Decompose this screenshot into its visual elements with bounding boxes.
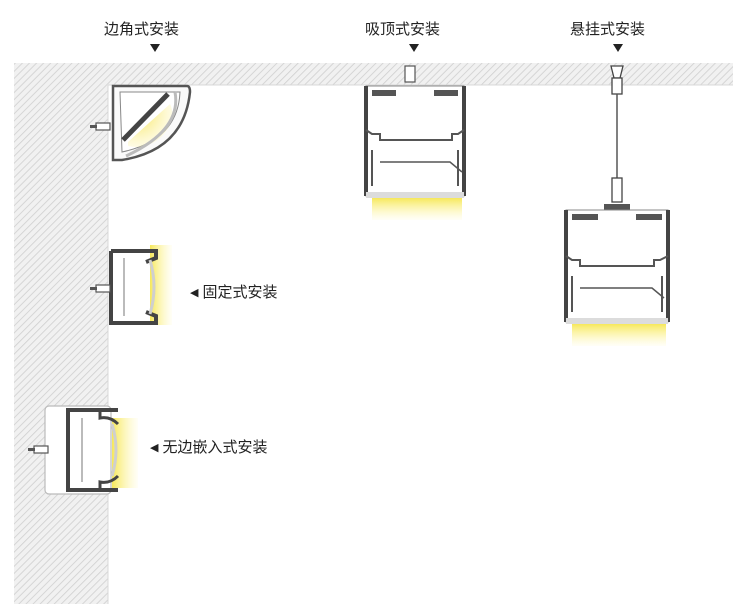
ceiling-arrow-icon [409, 44, 419, 52]
surface-mount-label: 固定式安装 [202, 283, 278, 301]
surface-screw-icon [90, 284, 111, 293]
recessed-mount-profile [44, 405, 138, 495]
ceiling-slab [14, 63, 733, 85]
recessed-arrow-icon: ◀ [150, 441, 159, 454]
recessed-mount-label-row: ◀无边嵌入式安装 [150, 436, 267, 457]
corner-screw-icon [90, 122, 111, 131]
ceiling-mount-profile [364, 65, 466, 220]
suspended-mount-label: 悬挂式安装 [570, 20, 646, 38]
surface-mount-profile [109, 245, 172, 325]
corner-mount-label: 边角式安装 [104, 20, 180, 38]
surface-mount-label-row: ◀固定式安装 [190, 281, 277, 302]
corner-arrow-icon [150, 44, 160, 52]
surface-arrow-icon: ◀ [190, 286, 199, 299]
suspended-arrow-icon [613, 44, 623, 52]
recessed-screw-icon [28, 445, 49, 454]
recessed-mount-label: 无边嵌入式安装 [162, 438, 268, 456]
suspended-mount-profile [564, 65, 670, 346]
ceiling-mount-label: 吸顶式安装 [365, 20, 441, 38]
corner-mount-profile [111, 84, 192, 162]
wall-slab [14, 63, 108, 604]
